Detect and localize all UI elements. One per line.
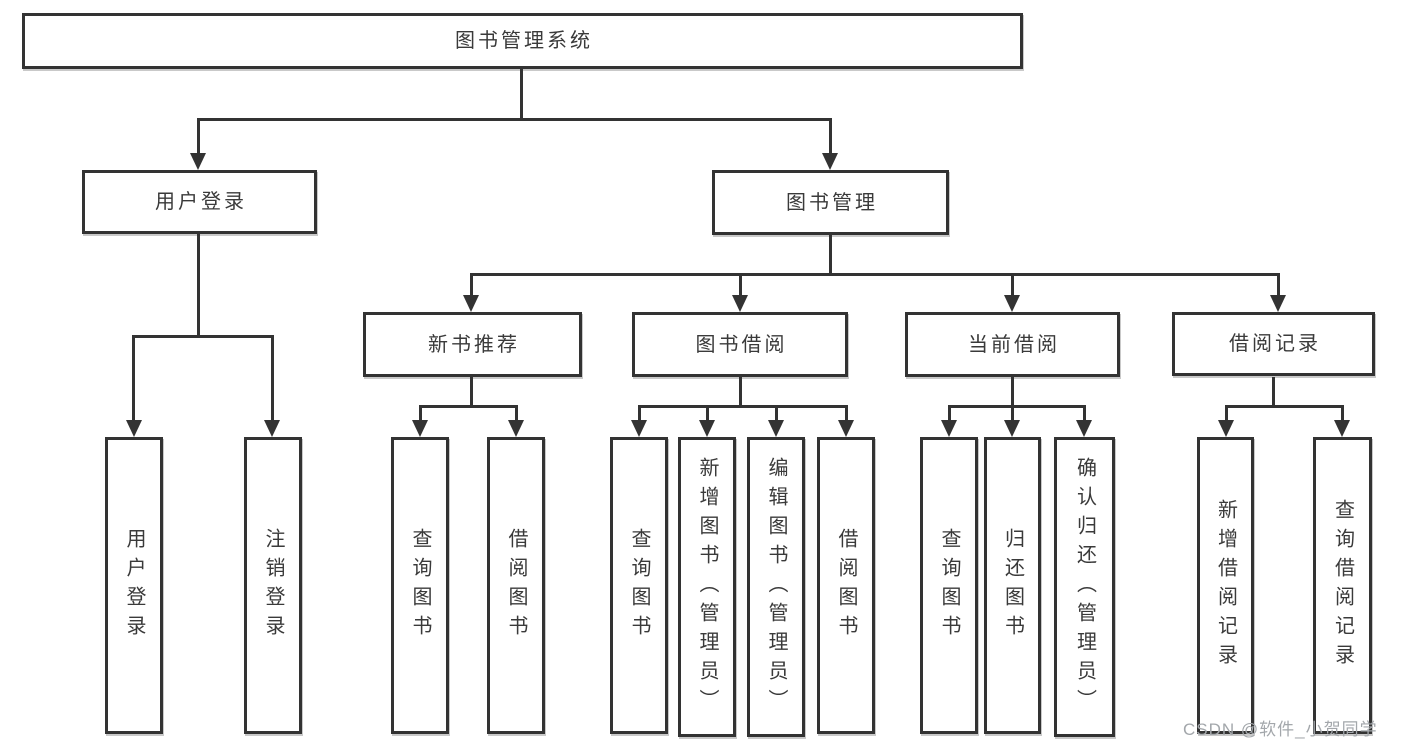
connector-user-login-rail [132,335,273,338]
connector-new-book-rec-drop [470,377,473,408]
connector-stem-logout [271,335,274,422]
connector-stem-borrow-record [1277,273,1280,297]
node-current-borrow: 当前借阅 [905,312,1120,377]
connector-stem-cb-return [1011,405,1014,422]
arrowhead-to-book-mgmt [822,153,838,170]
connector-stem-nbr-query [419,405,422,422]
arrowhead-to-bb-add [699,420,715,437]
arrowhead-to-book-borrow [732,295,748,312]
node-leaf-nbr-borrow-books: 借阅图书 [487,437,545,734]
connector-book-mgmt-drop [829,235,832,276]
connector-stem-nbr-borrow [515,405,518,422]
connector-new-book-rec-rail [419,405,518,408]
connector-stem-bb-edit [775,405,778,422]
node-leaf-logout: 注销登录 [244,437,302,734]
connector-root-rail [197,118,832,121]
node-book-borrow: 图书借阅 [632,312,848,377]
connector-stem-bb-borrow [845,405,848,422]
node-borrow-record: 借阅记录 [1172,312,1375,376]
node-leaf-br-add-record: 新增借阅记录 [1197,437,1254,734]
connector-book-mgmt-rail [470,273,1280,276]
node-leaf-bb-edit-books-admin: 编辑图书（管理员） [747,437,805,737]
connector-stem-book-mgmt [829,118,832,155]
node-user-login: 用户登录 [82,170,317,234]
connector-stem-user-login [197,118,200,155]
arrowhead-to-new-book-rec [463,295,479,312]
connector-current-borrow-rail [948,405,1085,408]
node-new-book-rec: 新书推荐 [363,312,582,377]
arrowhead-to-cb-return [1004,420,1020,437]
connector-current-borrow-drop [1011,377,1014,408]
connector-stem-bb-query [638,405,641,422]
connector-stem-br-query [1341,405,1344,422]
node-leaf-cb-confirm-return-admin: 确认归还（管理员） [1054,437,1115,737]
csdn-watermark: CSDN @软件_小贺同学 [1183,720,1378,739]
connector-book-borrow-drop [739,377,742,408]
connector-stem-bb-add [706,405,709,422]
arrowhead-to-bb-edit [768,420,784,437]
connector-stem-login [132,335,135,422]
node-leaf-nbr-query-books: 查询图书 [391,437,449,734]
connector-borrow-record-rail [1225,405,1343,408]
connector-borrow-record-drop [1272,377,1275,408]
connector-root-drop [520,69,523,121]
node-book-mgmt: 图书管理 [712,170,949,235]
connector-user-login-drop [197,234,200,338]
node-leaf-bb-add-books-admin: 新增图书（管理员） [678,437,736,737]
node-leaf-login: 用户登录 [105,437,163,734]
connector-stem-current-borrow [1011,273,1014,297]
arrowhead-to-nbr-query [412,420,428,437]
node-leaf-bb-borrow-books: 借阅图书 [817,437,875,734]
arrowhead-to-cb-confirm [1076,420,1092,437]
arrowhead-to-nbr-borrow [508,420,524,437]
connector-stem-book-borrow [739,273,742,297]
arrowhead-to-br-query [1334,420,1350,437]
arrowhead-to-user-login [190,153,206,170]
connector-book-borrow-rail [638,405,847,408]
node-leaf-br-query-record: 查询借阅记录 [1313,437,1372,734]
connector-stem-cb-query [948,405,951,422]
node-leaf-cb-query-books: 查询图书 [920,437,978,734]
node-leaf-cb-return-books: 归还图书 [984,437,1041,734]
connector-stem-br-add [1225,405,1228,422]
arrowhead-to-bb-borrow [838,420,854,437]
connector-stem-cb-confirm [1083,405,1086,422]
arrowhead-to-logout [264,420,280,437]
arrowhead-to-current-borrow [1004,295,1020,312]
arrowhead-to-bb-query [631,420,647,437]
arrowhead-to-br-add [1218,420,1234,437]
arrowhead-to-login [126,420,142,437]
arrowhead-to-cb-query [941,420,957,437]
arrowhead-to-borrow-record [1270,295,1286,312]
node-leaf-bb-query-books: 查询图书 [610,437,668,734]
connector-stem-new-book-rec [470,273,473,297]
node-root: 图书管理系统 [22,13,1023,69]
